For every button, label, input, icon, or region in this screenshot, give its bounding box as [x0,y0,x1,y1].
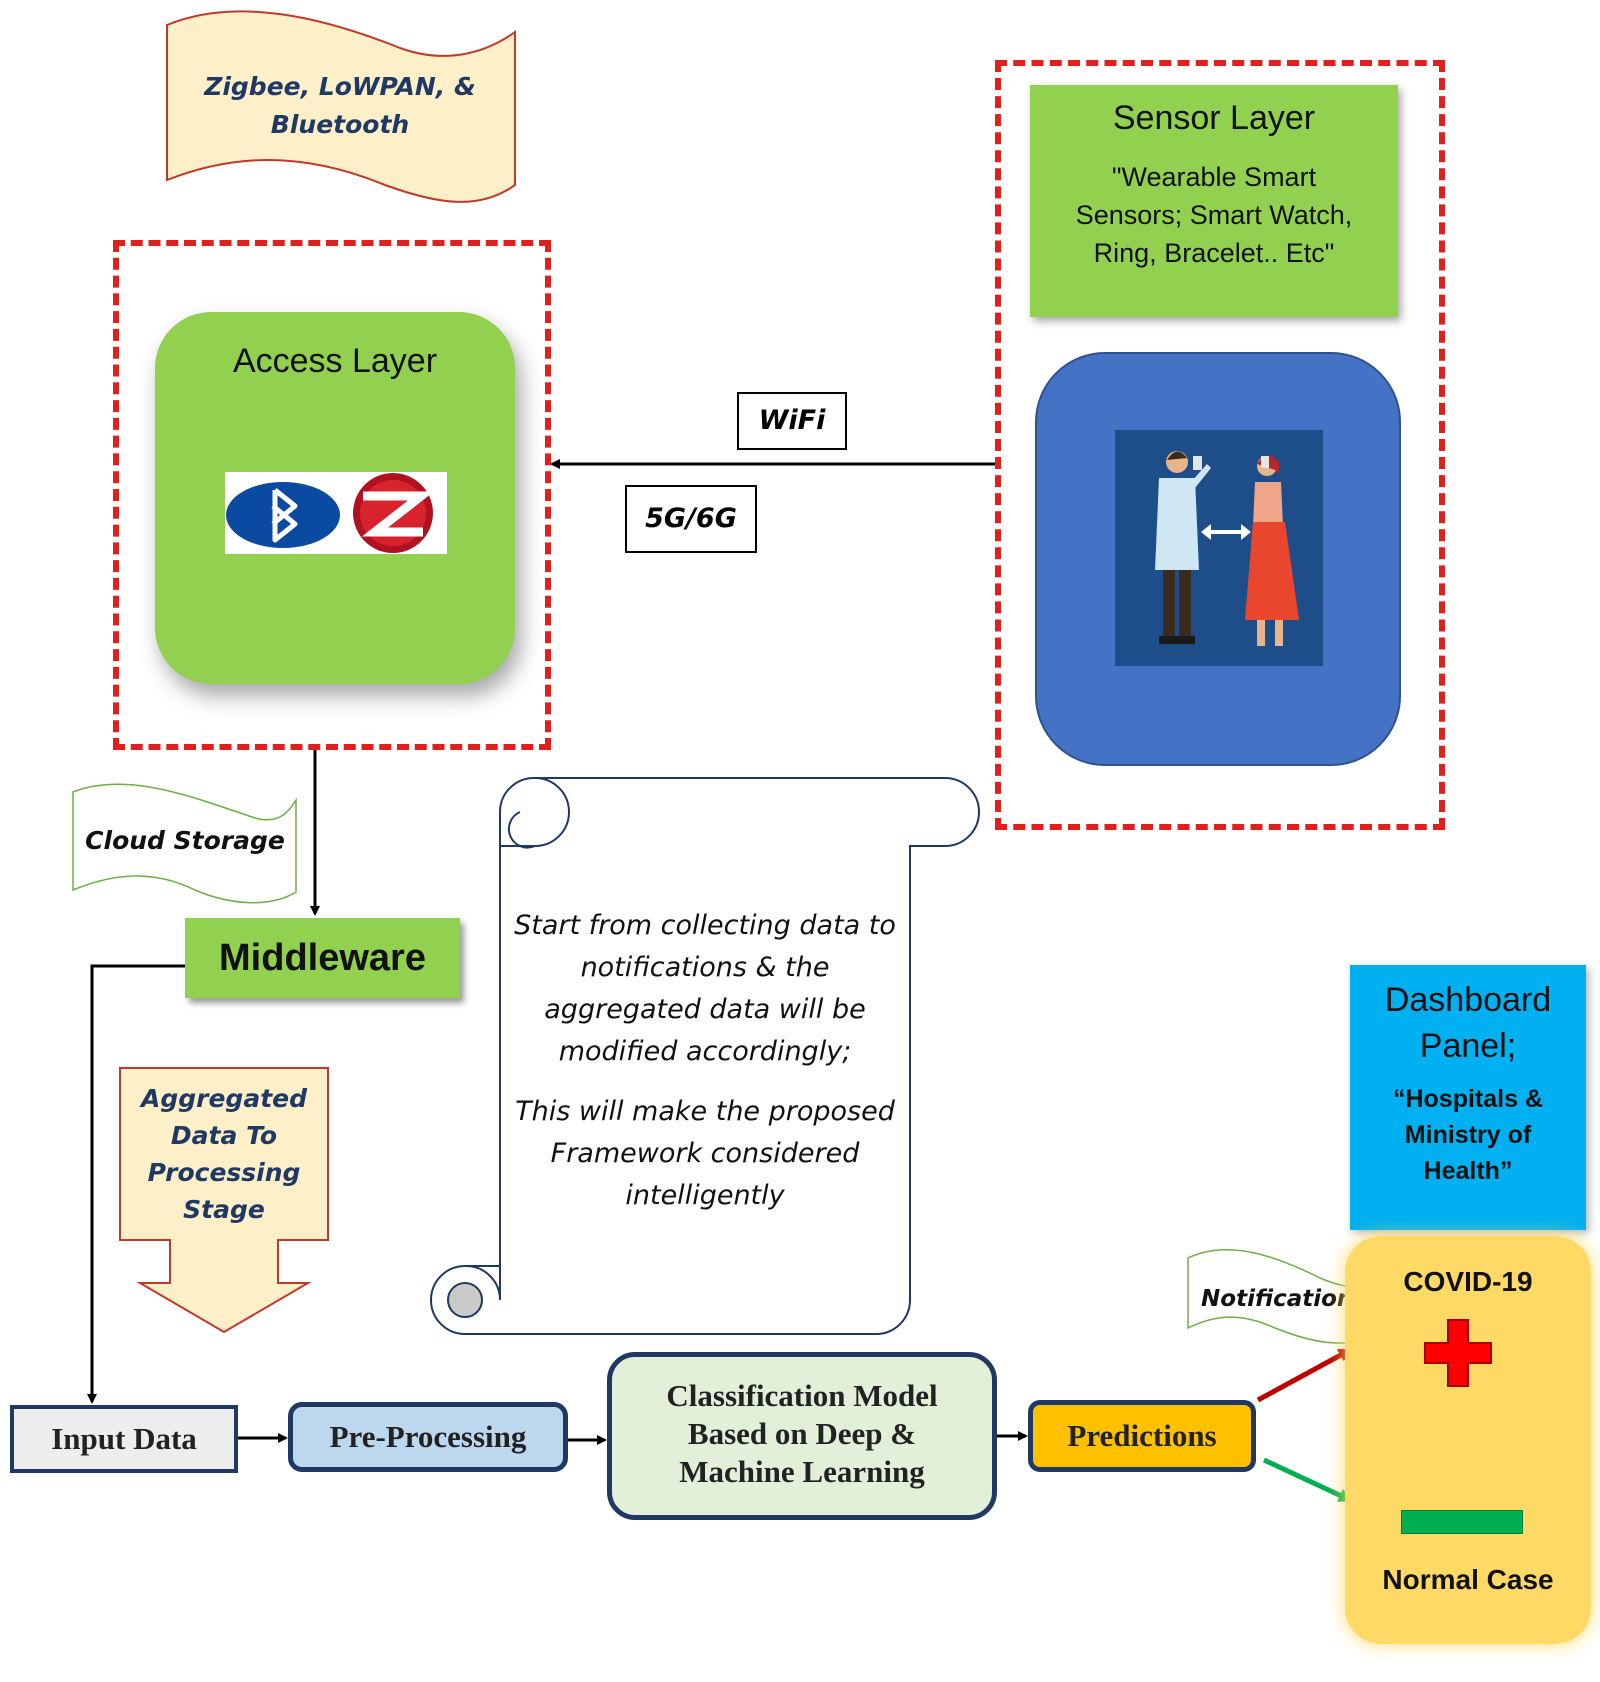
middleware-to-input-arrow [87,964,186,1404]
scroll-note-line: Framework considered [550,1138,860,1169]
dashboard-sub-line2: Ministry of [1404,1121,1532,1149]
access-layer-group [113,240,551,750]
protocols-flag: Zigbee, LoWPAN, & Bluetooth [185,68,495,144]
protocols-flag-line1: Zigbee, LoWPAN, & [204,72,476,101]
access-layer-title: Access Layer [232,342,438,380]
input-data-box: Input Data [10,1405,238,1473]
sensor-layer-header: Sensor Layer "Wearable Smart Sensors; Sm… [1030,85,1398,317]
dashboard-subtitle: “Hospitals & Ministry of Health” [1350,1081,1586,1189]
doctor-figure [1155,451,1211,644]
aggregated-label: Aggregated Data To Processing Stage [128,1080,320,1228]
negative-minus-icon [1401,1510,1523,1534]
wifi-label: WiFi [737,392,847,450]
cloud-storage-label: Cloud Storage [85,826,285,855]
middleware-box: Middleware [185,918,460,998]
predictions-to-covid-arrow [1256,1347,1353,1403]
patient-figure [1245,455,1299,646]
model-line3: Machine Learning [679,1454,925,1489]
sensor-layer-group [995,60,1445,830]
dashboard-panel: Dashboard Panel; “Hospitals & Ministry o… [1350,965,1586,1230]
scroll-note-line: aggregated data will be [544,994,866,1025]
scroll-note-paragraph-2: This will make the proposed Framework co… [510,1091,900,1217]
sensor-layer-desc: "Wearable Smart Sensors; Smart Watch, Ri… [1030,158,1398,272]
scroll-note-line: Start from collecting data to [514,910,896,941]
results-panel: COVID-19 Normal Case [1345,1236,1591,1644]
aggregated-line1: Aggregated [141,1084,307,1113]
scroll-note-paragraph-1: Start from collecting data to notificati… [510,905,900,1073]
normal-result-label: Normal Case [1382,1564,1554,1595]
scroll-note-line: This will make the proposed [515,1096,895,1127]
aggregated-line4: Stage [183,1195,265,1224]
notifications-label: Notifications [1201,1286,1367,1312]
predictions-box: Predictions [1028,1400,1256,1472]
zigbee-icon [353,473,435,553]
access-logos [225,472,447,554]
predictions-to-normal-arrow [1262,1457,1353,1503]
doctor-patient-illustration [1115,430,1323,666]
cloud-storage-flag-shape [72,783,297,904]
classification-model-box: Classification Model Based on Deep & Mac… [607,1352,997,1520]
covid-result-label: COVID-19 [1403,1266,1533,1297]
dashboard-sub-line1: “Hospitals & [1392,1085,1544,1113]
sensor-illustration-box [1035,352,1401,766]
scroll-note-line: modified accordingly; [558,1036,852,1067]
bluetooth-icon [226,482,340,548]
dashboard-title-line1: Dashboard [1384,981,1552,1019]
aggregated-line3: Processing [147,1158,301,1187]
aggregated-callout-shape [119,1067,329,1334]
sensor-desc-line3: Ring, Bracelet.. Etc" [1093,238,1335,268]
protocols-flag-line2: Bluetooth [270,110,410,139]
distance-arrow-icon [1201,524,1251,540]
scroll-note: Start from collecting data to notificati… [510,905,900,1235]
sensor-layer-title: Sensor Layer [1112,99,1316,137]
dashboard-sub-line3: Health” [1423,1157,1513,1185]
sensor-desc-line2: Sensors; Smart Watch, [1075,200,1353,230]
dashboard-title: Dashboard Panel; [1350,977,1586,1069]
sensor-desc-line1: "Wearable Smart [1111,162,1317,192]
cellular-label: 5G/6G [625,485,757,553]
protocols-flag-shape [166,10,516,203]
scroll-shape [430,776,980,1335]
model-line2: Based on Deep & [687,1416,917,1451]
model-line1: Classification Model [666,1378,938,1413]
positive-plus-icon [1424,1319,1492,1387]
preprocessing-box: Pre-Processing [288,1402,568,1472]
dashboard-title-line2: Panel; [1419,1027,1517,1065]
aggregated-line2: Data To [170,1121,278,1150]
scroll-note-line: notifications & the [580,952,830,983]
scroll-note-line: intelligently [625,1180,785,1211]
access-layer-box: Access Layer [155,312,515,684]
